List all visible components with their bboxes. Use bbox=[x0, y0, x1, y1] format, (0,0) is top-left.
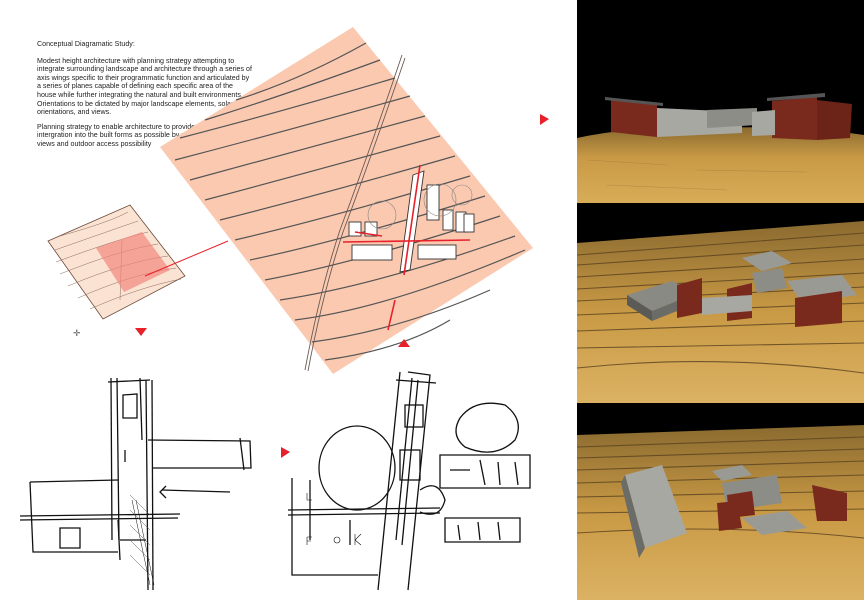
render-3-image bbox=[577, 403, 864, 600]
study-description: Conceptual Diagramatic Study: Modest hei… bbox=[37, 40, 252, 155]
sketch-hatch bbox=[129, 494, 151, 576]
building-footprint bbox=[342, 164, 475, 331]
sketch-plan-1 bbox=[19, 377, 252, 591]
arrow-down-icon bbox=[135, 328, 147, 336]
model-renders bbox=[577, 0, 864, 600]
render-eye-level bbox=[577, 0, 864, 203]
render-aerial-2 bbox=[577, 403, 864, 600]
site-plan bbox=[160, 27, 533, 374]
render-1-image bbox=[577, 0, 864, 203]
study-paragraph-1: Modest height architecture with planning… bbox=[37, 56, 252, 117]
arrow-up-icon bbox=[398, 339, 410, 347]
render-aerial-1 bbox=[577, 203, 864, 403]
render-2-image bbox=[577, 203, 864, 403]
study-paragraph-2: Planning strategy to enable architecture… bbox=[37, 122, 248, 148]
study-title: Conceptual Diagramatic Study: bbox=[37, 40, 135, 48]
sketch-letters bbox=[306, 493, 362, 546]
svg-text:✛: ✛ bbox=[73, 328, 81, 338]
sketch-plan-2 bbox=[287, 371, 531, 591]
arrow-right-icon bbox=[281, 447, 290, 458]
direction-markers bbox=[135, 114, 549, 458]
road bbox=[304, 54, 406, 372]
site-key-plan: ✛ bbox=[47, 204, 229, 338]
arrow-right-icon bbox=[540, 114, 549, 125]
diagram-area: ✛ bbox=[19, 27, 549, 591]
